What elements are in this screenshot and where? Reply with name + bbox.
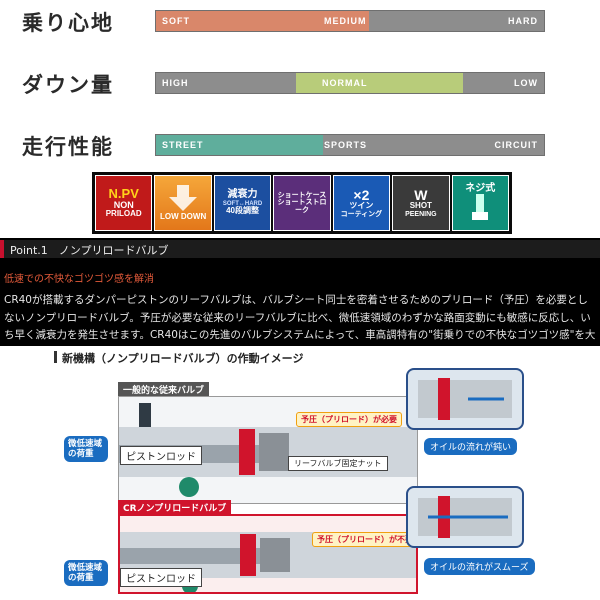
rating-fill — [156, 11, 370, 31]
icon-line: SHOT — [409, 201, 432, 211]
piston-rod-label: ピストンロッド — [120, 568, 202, 587]
short-case-stroke-icon: ショートケース ショートストローク — [273, 175, 331, 231]
conventional-flow-caption: オイルの流れが鈍い — [424, 438, 518, 455]
rating-right-text: CIRCUIT — [494, 140, 538, 150]
low-down-icon: LOW DOWN — [154, 175, 212, 231]
rating-mid-text: SPORTS — [324, 140, 368, 150]
cr-nonpreload-label: CRノンプリロードバルブ — [118, 500, 232, 515]
valve-diagram: 新機構（ノンプリロードバルブ）の作動イメージ 一般的な従来バルブ 予圧（プリロー… — [0, 346, 600, 600]
icon-line: ツイン — [349, 201, 374, 211]
icon-line: 40段調整 — [226, 206, 259, 216]
npv-nonpreload-icon: N.PV NON PRILOAD — [95, 175, 153, 231]
screw-type-icon: ネジ式 — [451, 175, 509, 231]
diagram-title: 新機構（ノンプリロードバルブ）の作動イメージ — [53, 351, 304, 365]
icon-line: N.PV — [108, 186, 139, 202]
icon-line: ネジ式 — [465, 182, 496, 194]
rating-fill — [156, 135, 323, 155]
conventional-zoom-illustration — [418, 378, 512, 420]
w-shot-peening-icon: W SHOT PEENING — [392, 175, 450, 231]
rating-label: 乗り心地 — [22, 11, 114, 35]
screw-icon — [472, 194, 489, 221]
preload-required-callout: 予圧（プリロード）が必要 — [296, 412, 402, 427]
rating-right-text: HARD — [508, 16, 538, 26]
rating-left-text: STREET — [162, 140, 204, 150]
point-title: Point.1 ノンプリロードバルブ — [10, 244, 169, 257]
rating-fill — [295, 73, 463, 93]
cr-flow-caption: オイルの流れがスムーズ — [424, 558, 535, 575]
icon-line: PEENING — [405, 210, 437, 218]
icon-line: ショートケース — [277, 191, 327, 199]
icon-line: NON — [113, 199, 134, 210]
rating-track: SOFT MEDIUM HARD — [155, 10, 545, 32]
conventional-valve-label: 一般的な従来バルブ — [118, 382, 210, 397]
point-header: Point.1 ノンプリロードバルブ — [0, 240, 600, 258]
twin-coating-icon: ×2 ツイン コーティング — [332, 175, 391, 231]
piston-rod-label: ピストンロッド — [120, 446, 202, 465]
rating-label: 走行性能 — [22, 135, 114, 159]
icon-line: 減衰力 — [227, 189, 258, 201]
low-speed-load-tag: 微低速域の荷重 — [64, 436, 108, 463]
damping-40-adjust-icon: 減衰力 SOFT↔HARD 40段調整 — [213, 175, 272, 231]
icon-line: ショートストローク — [277, 199, 327, 214]
point-panel: Point.1 ノンプリロードバルブ 低速での不快なゴツゴツ感を解消 CR40が… — [0, 238, 600, 359]
rating-track: STREET SPORTS CIRCUIT — [155, 134, 545, 156]
rating-down-amount: ダウン量 HIGH NORMAL LOW — [0, 66, 600, 106]
rating-left-text: SOFT — [162, 16, 190, 26]
icon-line: W — [414, 186, 428, 203]
cr-zoom-view — [406, 486, 524, 548]
rating-right-text: LOW — [514, 78, 538, 88]
rating-label: ダウン量 — [22, 73, 114, 97]
rating-left-text: HIGH — [162, 78, 189, 88]
preload-not-required-callout: 予圧（プリロード）が不要 — [312, 532, 418, 547]
cr-nonpreload-section — [118, 514, 418, 594]
point-subhead: 低速での不快なゴツゴツ感を解消 — [4, 274, 154, 285]
rating-ride-comfort: 乗り心地 SOFT MEDIUM HARD — [0, 4, 600, 44]
icon-line: SOFT↔HARD — [222, 200, 263, 207]
down-arrow-icon — [169, 184, 198, 211]
icon-line: ×2 — [353, 186, 370, 203]
cr-zoom-illustration — [418, 496, 512, 538]
icon-line: コーティング — [340, 210, 383, 218]
conventional-zoom-view — [406, 368, 524, 430]
rating-mid-text: NORMAL — [322, 78, 368, 88]
low-speed-load-tag: 微低速域の荷重 — [64, 560, 108, 587]
icon-line: LOW DOWN — [160, 211, 207, 221]
rating-track: HIGH NORMAL LOW — [155, 72, 545, 94]
feature-icon-strip: N.PV NON PRILOAD LOW DOWN 減衰力 SOFT↔HARD … — [92, 172, 512, 234]
leaf-valve-nut-label: リーフバルブ固定ナット — [288, 456, 388, 471]
icon-line: PRILOAD — [105, 209, 142, 219]
rating-driving-performance: 走行性能 STREET SPORTS CIRCUIT — [0, 128, 600, 168]
rating-mid-text: MEDIUM — [324, 16, 367, 26]
